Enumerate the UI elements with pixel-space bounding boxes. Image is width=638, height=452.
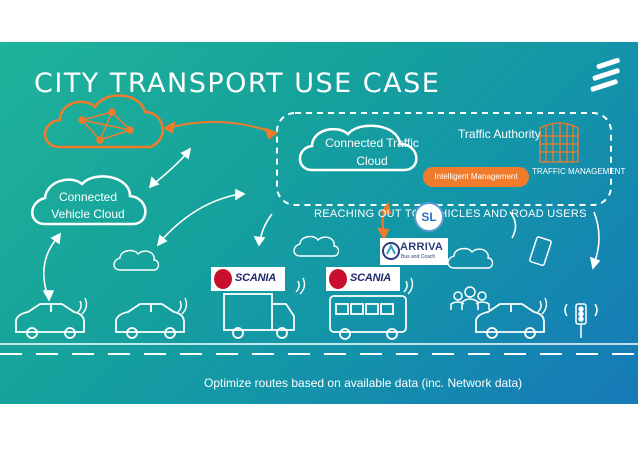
car-icon xyxy=(115,303,185,339)
scania-logo-text: SCANIA xyxy=(235,272,276,284)
network-cloud-icon xyxy=(43,94,164,149)
arriva-logo-subtext: Bus and Coach xyxy=(401,254,436,260)
truck-icon xyxy=(223,293,295,339)
car-icon xyxy=(475,303,545,339)
traffic-authority-label: Traffic Authority xyxy=(458,127,541,141)
traffic-management-label: TRAFFIC MANAGEMENT xyxy=(532,167,626,176)
intelligent-management-badge: Intelligent Management xyxy=(423,167,529,187)
bus-icon xyxy=(329,295,407,340)
arriva-mark-icon xyxy=(382,242,400,260)
car-icon xyxy=(15,303,85,339)
ericsson-logo-icon xyxy=(590,57,620,92)
orange-arrow xyxy=(162,120,279,140)
scania-logo: SCANIA xyxy=(326,267,400,291)
vehicle-cloud-label: Connected Vehicle Cloud xyxy=(51,190,125,221)
sl-logo: SL xyxy=(414,202,444,232)
small-cloud-icon xyxy=(293,235,340,257)
sl-logo-text: SL xyxy=(421,210,437,224)
road-lines xyxy=(0,343,638,355)
wifi-signal-icon xyxy=(77,277,548,315)
vehicle-cloud-icon xyxy=(31,175,147,226)
small-cloud-icon xyxy=(447,247,494,269)
scania-griffin-icon xyxy=(214,269,232,289)
scania-logo-text: SCANIA xyxy=(350,272,391,284)
traffic-light-icon xyxy=(564,303,598,338)
scania-griffin-icon xyxy=(329,269,347,289)
slide-title: CITY TRANSPORT USE CASE xyxy=(34,68,441,99)
small-cloud-icon xyxy=(113,249,160,271)
arriva-logo: ARRIVA Bus and Coach xyxy=(380,238,448,265)
white-arrows xyxy=(42,147,601,302)
arriva-logo-text: ARRIVA xyxy=(400,241,444,253)
traffic-authority-box xyxy=(276,112,612,206)
phone-icon xyxy=(529,236,552,267)
diagram-graphics xyxy=(0,57,638,355)
traffic-cloud-icon xyxy=(298,124,418,172)
reaching-out-label: REACHING OUT TO VEHICLES AND ROAD USERS xyxy=(314,208,587,220)
footer-caption: Optimize routes based on available data … xyxy=(204,376,523,390)
scania-logo: SCANIA xyxy=(211,267,285,291)
traffic-cloud-label: Connected Traffic Cloud xyxy=(325,136,419,168)
slide: CITY TRANSPORT USE CASE Connected Vehicl… xyxy=(0,42,638,404)
orange-connector xyxy=(377,201,392,241)
building-icon xyxy=(539,122,579,163)
people-icon xyxy=(450,286,490,310)
